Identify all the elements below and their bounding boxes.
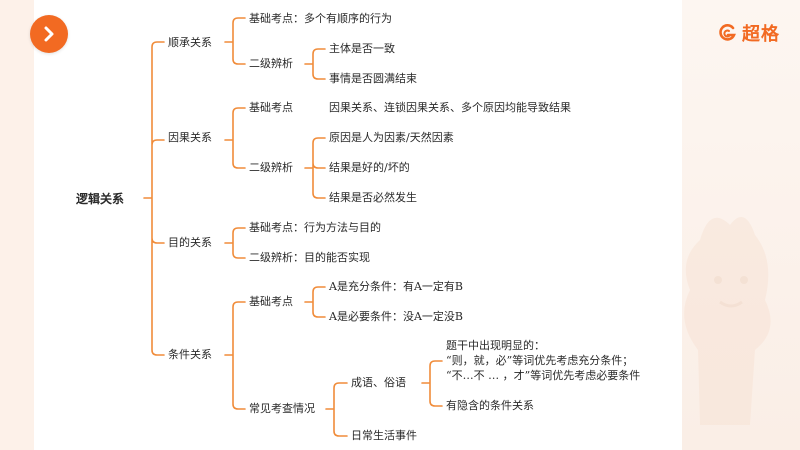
node-sufficient: A是充分条件：有A一定有B (329, 280, 463, 293)
node-keyword-line-1: 题干中出现明显的： (446, 339, 545, 352)
node-subject-consistent: 主体是否一致 (329, 42, 395, 55)
node-root: 逻辑关系 (76, 192, 125, 206)
connector-6 (224, 301, 246, 410)
node-implicit-condition: 有隐含的条件关系 (446, 399, 534, 412)
node-yinguo-types: 因果关系、连锁因果关系、多个原因均能导致结果 (329, 101, 571, 114)
right-margin-panel (682, 0, 800, 450)
node-yinguo-secondary: 二级辨析 (249, 161, 293, 174)
node-idioms: 成语、俗语 (351, 376, 406, 389)
node-yinguo-basic: 基础考点 (249, 101, 293, 114)
connector-8 (325, 382, 348, 437)
connector-1 (224, 17, 246, 65)
node-shuncheng-secondary: 二级辨析 (249, 57, 293, 70)
connector-7 (304, 286, 326, 318)
chevron-right-icon (44, 26, 54, 42)
next-button[interactable] (30, 15, 68, 53)
connector-0 (143, 41, 165, 356)
connector-5 (224, 227, 246, 259)
node-shuncheng-basic: 基础考点：多个有顺序的行为 (249, 12, 392, 25)
mascot-watermark-icon (684, 217, 771, 425)
node-necessary: A是必要条件：没A一定没B (329, 310, 463, 323)
node-mudi-secondary: 二级辨析：目的能否实现 (249, 251, 370, 264)
node-keyword-line-2: “则，就，必”等词优先考虑充分条件； (446, 354, 634, 367)
connector-4 (304, 137, 326, 199)
logo-text: 超格 (742, 24, 780, 45)
node-mudi-basic: 基础考点：行为方法与目的 (249, 221, 381, 234)
node-daily-events: 日常生活事件 (351, 429, 417, 442)
node-common-cases: 常见考查情况 (249, 402, 315, 415)
node-keyword-line-3: “不…不 … ，才”等词优先考虑必要条件 (446, 369, 641, 382)
node-shuncheng: 顺承关系 (168, 36, 212, 49)
connector-3 (224, 107, 246, 169)
node-result-inevitable: 结果是否必然发生 (329, 191, 417, 204)
node-tiaojian: 条件关系 (168, 348, 212, 361)
node-event-complete: 事情是否圆满结束 (329, 72, 417, 85)
node-cause-human: 原因是人为因素/天然因素 (329, 131, 454, 144)
node-result-good-bad: 结果是好的/坏的 (329, 161, 410, 174)
connector-2 (304, 48, 326, 80)
brand-logo: 超格 (718, 20, 780, 46)
node-mudi: 目的关系 (168, 236, 212, 249)
connector-9 (421, 360, 443, 407)
left-margin-panel (0, 0, 34, 450)
node-tiaojian-basic: 基础考点 (249, 295, 293, 308)
node-yinguo: 因果关系 (168, 131, 212, 144)
g-swirl-icon (719, 24, 736, 41)
